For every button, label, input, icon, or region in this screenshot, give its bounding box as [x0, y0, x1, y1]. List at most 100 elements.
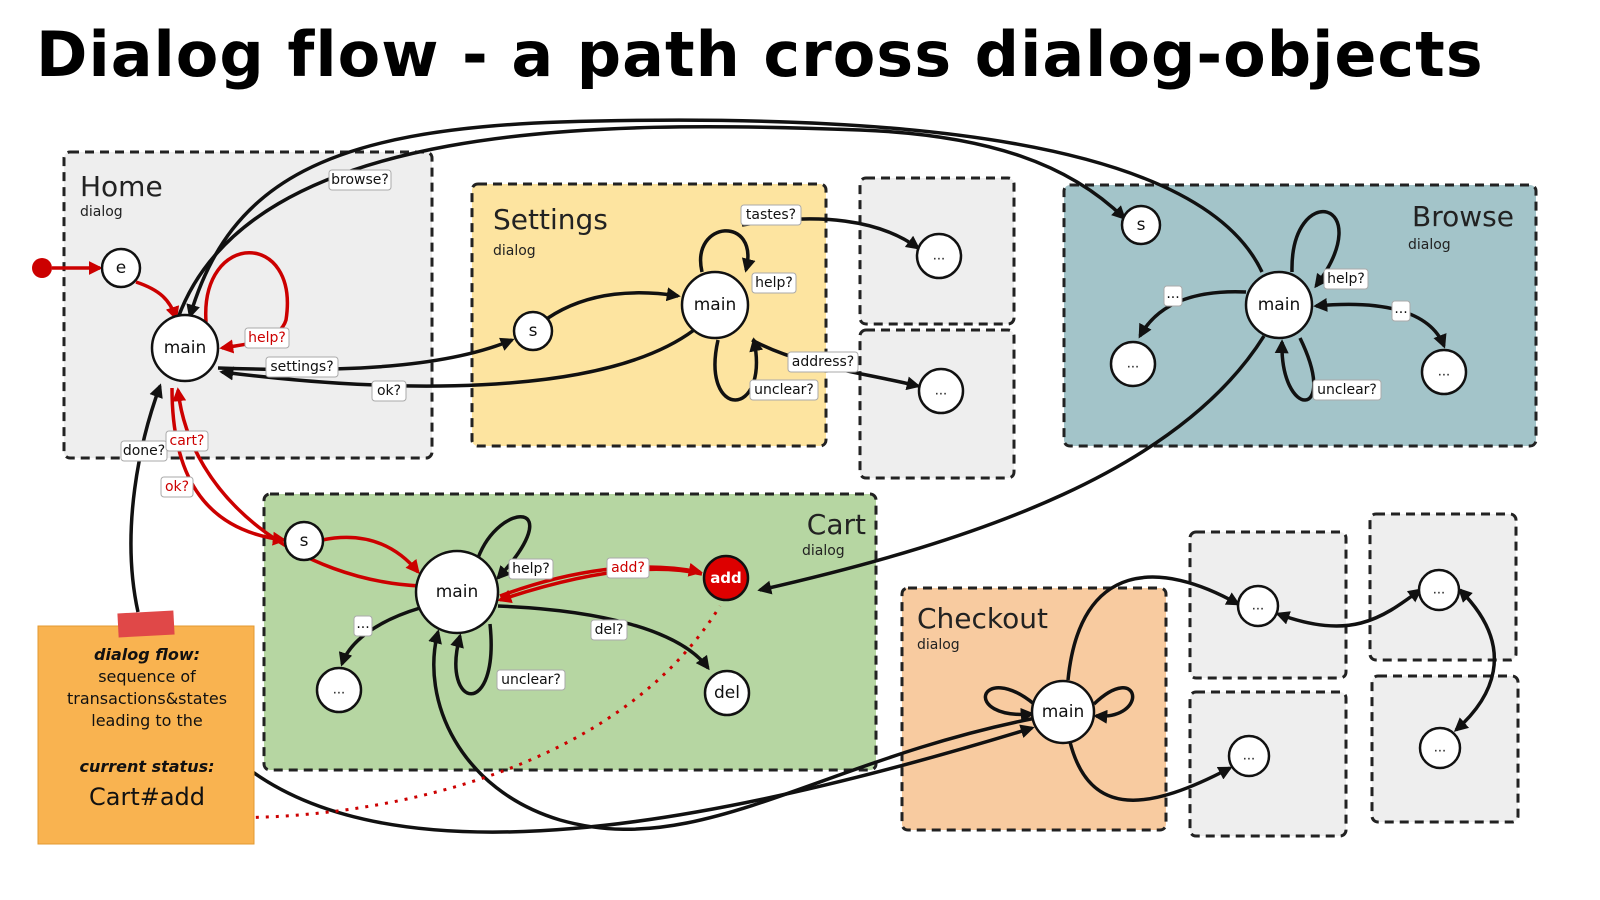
edge-settings-s-main	[547, 287, 681, 320]
loop-settings-help	[698, 229, 756, 273]
note-line1: sequence of	[98, 667, 196, 686]
edge-label-dots: ...	[356, 616, 369, 632]
loop-browse-unclear	[1274, 337, 1316, 402]
settings-dialog-box	[470, 182, 828, 448]
edge-label-del: del?	[595, 622, 624, 638]
edge-label-bg	[751, 272, 797, 294]
browse-dialog-type: dialog	[1408, 237, 1451, 253]
edge-label-bg	[1312, 379, 1382, 401]
edge-label-help-red: help?	[248, 330, 286, 346]
browse-s-label: s	[1137, 215, 1146, 235]
loop-cart-help	[476, 515, 532, 581]
browse-sub-label: ...	[1127, 357, 1139, 372]
edge-label-dots: ...	[1394, 301, 1407, 317]
edge-label-bg	[265, 356, 339, 378]
checkout-main-label: main	[1042, 702, 1084, 722]
cross-dialog-edges	[129, 118, 1497, 834]
browse-sub-node	[1420, 348, 1468, 396]
browse-sub-node	[1109, 340, 1157, 388]
cart-sub-label: ...	[333, 683, 345, 698]
edge-label-browse: browse?	[331, 172, 389, 188]
edge-browse-home	[186, 118, 1264, 319]
settings-s-node	[512, 310, 554, 352]
cart-dialog-title: Cart	[807, 508, 866, 541]
edge-label-address: address?	[792, 354, 854, 370]
browse-main-node	[1244, 270, 1314, 340]
edge-cart-del	[497, 604, 710, 671]
edge-sub2-sub4	[1453, 588, 1497, 732]
cart-add-label: add	[710, 569, 742, 587]
home-dialog: Home dialog	[62, 150, 434, 460]
edge-settings-home	[219, 328, 696, 388]
cart-add-node	[702, 554, 750, 602]
edge-done	[129, 383, 163, 613]
sub-node-label: ...	[935, 384, 947, 399]
home-main-node	[150, 313, 220, 383]
sticky-note: dialog flow: sequence of transactions&st…	[37, 610, 255, 845]
edge-label-bg	[160, 476, 194, 498]
edge-label-bg	[740, 204, 802, 226]
edge-label-dots: ...	[1166, 286, 1179, 302]
note-status-label: current status:	[79, 757, 214, 776]
cart-del-label: del	[714, 683, 740, 703]
cart-del-node	[703, 669, 751, 717]
home-e-node	[100, 247, 142, 289]
edge-sub1-sub2	[1275, 588, 1423, 628]
edge-label-help: help?	[512, 561, 550, 577]
loop-browse-help	[1290, 209, 1341, 289]
sub-node-label: ...	[1433, 583, 1445, 598]
edge-label-bg	[165, 430, 209, 452]
sub-node-label: ...	[1434, 741, 1446, 756]
edge-label-unclear: unclear?	[501, 672, 561, 688]
browse-sub-label: ...	[1438, 365, 1450, 380]
edge-home-settings	[217, 337, 515, 372]
loop-checkout-left	[983, 686, 1036, 722]
cart-sub-node	[315, 666, 363, 714]
loop-checkout-right	[1092, 686, 1135, 724]
sub-node	[915, 232, 963, 280]
cart-dialog-type: dialog	[802, 543, 845, 559]
edge-label-bg	[508, 558, 554, 580]
note-heading: dialog flow:	[94, 645, 200, 664]
sticky-note-paper	[37, 625, 255, 845]
settings-dialog-type: dialog	[493, 243, 536, 259]
sub-node	[1227, 734, 1271, 778]
start-marker	[32, 258, 52, 278]
edge-label-bg	[353, 615, 373, 637]
sub-node	[1418, 726, 1462, 770]
edge-browse-cart-add	[757, 335, 1266, 595]
edge-cart-checkout	[248, 724, 1035, 834]
edge-cart-main-checkout	[428, 629, 1037, 831]
path-cart-s-main	[321, 535, 420, 575]
edge-label-done: done?	[123, 443, 165, 459]
edge-label-bg	[1163, 285, 1183, 307]
page-title: Dialog flow - a path cross dialog-object…	[36, 18, 1484, 91]
cart-s-node	[283, 520, 325, 562]
edge-label-bg	[328, 169, 392, 191]
loop-cart-unclear	[450, 623, 493, 696]
edge-label-bg	[496, 669, 566, 691]
sub-node-label: ...	[1243, 749, 1255, 764]
settings-main-node	[680, 270, 750, 340]
checkout-dialog-type: dialog	[917, 637, 960, 653]
loop-settings-unclear	[713, 337, 764, 402]
path-e-main	[135, 280, 180, 321]
self-loops	[338, 209, 1447, 724]
edge-label-add: add?	[611, 560, 645, 576]
path-add-main	[499, 562, 703, 598]
cart-main-label: main	[436, 582, 478, 602]
edge-label-bg	[244, 327, 290, 349]
settings-dialog: Settings dialog	[470, 182, 828, 448]
checkout-main-node	[1030, 679, 1096, 745]
edge-label-settings: settings?	[270, 359, 333, 375]
edge-label-help: help?	[755, 275, 793, 291]
home-dialog-title: Home	[80, 170, 163, 203]
checkout-dialog-title: Checkout	[917, 602, 1048, 635]
edge-label-bg	[1323, 268, 1369, 290]
note-line2: transactions&states	[67, 689, 227, 708]
edge-label-unclear: unclear?	[1317, 382, 1377, 398]
settings-dialog-title: Settings	[493, 203, 608, 236]
home-dialog-box	[62, 150, 434, 460]
edge-checkout-sub3	[1068, 741, 1233, 802]
